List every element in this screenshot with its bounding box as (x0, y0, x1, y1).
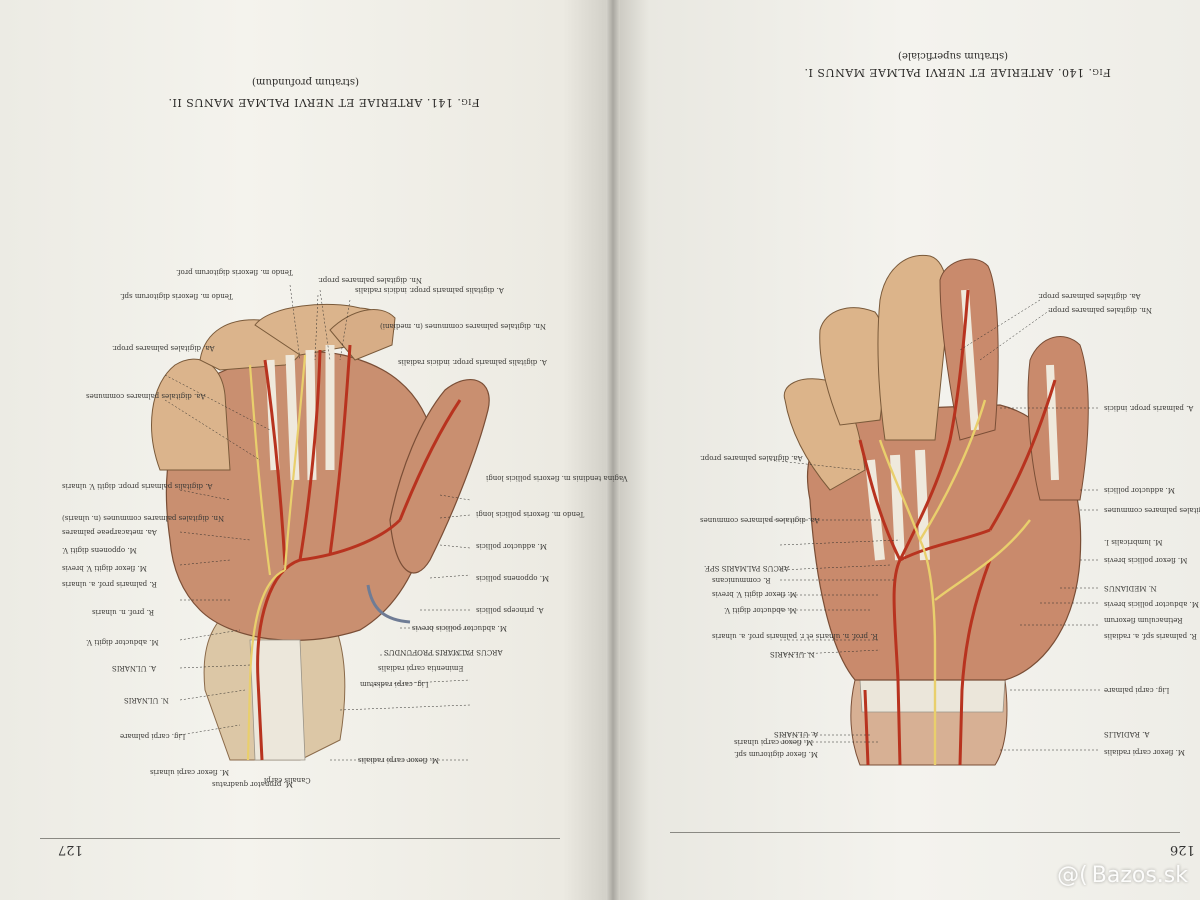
right-label-16: R. palmaris spf. a. radialis (1104, 632, 1197, 640)
right-page-number: 126 (1170, 842, 1195, 857)
left-page-number: 127 (58, 842, 83, 857)
right-label-23: M. flexor digitorum spf. (734, 750, 818, 758)
left-label-14: M. adductor pollicis (476, 542, 547, 550)
right-label-1: Nn. digitales palmares propr. (1048, 306, 1153, 314)
left-label-29: M. flexor carpi ulnaris (150, 768, 230, 776)
left-label-13: M. opponens digiti V. (62, 546, 137, 554)
right-label-7: M. lumbricalis I. (1104, 538, 1163, 546)
left-label-28: M. flexor carpi radialis (358, 756, 440, 764)
left-label-25: N. ULNARIS (124, 696, 169, 704)
right-label-2: A. palmaris propr. indicis (1104, 404, 1194, 412)
right-label-21: A. RADIALIS (1104, 730, 1150, 738)
left-label-24: Eminentia carpi radialis (378, 664, 464, 672)
left-label-15: M. flexor digiti V. brevis (62, 564, 147, 572)
left-label-21: M. abductor digiti V. (86, 638, 159, 646)
left-label-8: Vagina tendinis m. flexoris pollicis lon… (486, 474, 628, 482)
left-label-19: A. princeps pollicis (476, 606, 544, 614)
left-label-2: Tendo m. flexoris digitorum spf. (120, 292, 233, 300)
left-label-18: R. prof. n. ulnaris (92, 608, 155, 616)
left-label-4: Nn. digitales palmares communes (n. medi… (380, 322, 546, 330)
left-figure-title: Fig. 141. ARTERIAE ET NERVI PALMAE MANUS… (168, 96, 480, 109)
left-label-1: Nn. digitales palmares propr. (318, 276, 423, 284)
watermark-text: Bazos.sk (1091, 863, 1188, 888)
right-label-3: Aa. digitales palmares propr. (700, 454, 803, 462)
right-label-10: R. communicans (712, 576, 771, 584)
left-label-0: Tendo m. flexoris digitorum prof. (176, 268, 293, 276)
left-label-26: Lig. carpi radiatum (360, 680, 429, 688)
watermark: @(Bazos.sk (1057, 863, 1188, 888)
left-label-6: Aa. digitales palmares propr. (112, 344, 215, 352)
right-label-24: M. flexor carpi radialis (1104, 748, 1186, 756)
right-label-14: M. abductor digiti V. (724, 606, 797, 614)
left-label-3: A. digitalis palmaris propr. indicis rad… (355, 286, 504, 294)
right-figure-title: Fig. 140. ARTERIAE ET NERVI PALMAE MANUS… (804, 66, 1111, 79)
left-label-7: Aa. digitales palmares communes (86, 392, 206, 400)
left-label-22: ARCUS PALMARIS PROFUNDUS (384, 648, 503, 656)
right-label-8: M. flexor pollicis brevis (1104, 556, 1188, 564)
left-label-5: A. digitalis palmaris propr. indicis rad… (398, 358, 547, 366)
watermark-symbol: @( (1057, 863, 1088, 888)
right-label-20: A. ULNARIS (774, 730, 819, 738)
left-label-10: Nn. digitales palmares communes (n. ulna… (62, 514, 225, 522)
left-hand-illustration (151, 303, 490, 761)
right-hand-illustration (783, 254, 1089, 766)
right-label-4: M. adductor pollicis (1104, 486, 1175, 494)
left-label-9: A. digitalis palmaris propr. digiti V. u… (62, 482, 213, 490)
left-footer-rule (40, 838, 560, 839)
right-label-12: M. flexor digiti V. brevis (712, 590, 797, 598)
left-label-20: M. abductor pollicis brevis (412, 624, 507, 632)
left-label-23: A. ULNARIS (112, 664, 157, 672)
right-label-22: M. flexor carpi ulnaris (734, 738, 814, 746)
right-label-5: Nn. digitales palmares communes (1104, 506, 1200, 514)
right-label-9: ARCUS PALMARIS SPF. (704, 564, 790, 572)
right-label-17: R. prof. n. ulnaris et r. palmaris prof.… (712, 632, 878, 640)
right-label-19: Lig. carpi palmare (1104, 686, 1170, 694)
left-label-12: Tendo m. flexoris pollicis longi (476, 510, 585, 518)
left-figure-subtitle: (stratum profundum) (252, 76, 359, 87)
left-leader-lines (164, 284, 471, 761)
right-label-0: Aa. digitales palmares propr. (1038, 292, 1141, 300)
left-label-27: Lig. carpi palmare (120, 732, 186, 740)
right-label-6: Aa. digitales palmares communes (700, 516, 820, 524)
right-label-18: N. ULNARIS (770, 650, 815, 658)
book-gutter (606, 0, 620, 900)
right-leader-lines (769, 299, 1100, 751)
left-label-11: Aa. metacarpeae palmares (62, 528, 157, 536)
right-footer-rule (670, 832, 1180, 833)
right-label-11: N. MEDIANUS (1104, 584, 1157, 592)
right-figure-subtitle: (stratum superficiale) (898, 50, 1009, 61)
right-label-13: M. abductor pollicis brevis (1104, 600, 1199, 608)
left-label-31: M. pronator quadratus (212, 780, 294, 788)
left-label-16: R. palmaris prof. a. ulnaris (62, 580, 157, 588)
left-label-17: M. opponens pollicis (476, 574, 550, 582)
right-label-15: Retinaculum flexorum (1104, 616, 1183, 624)
